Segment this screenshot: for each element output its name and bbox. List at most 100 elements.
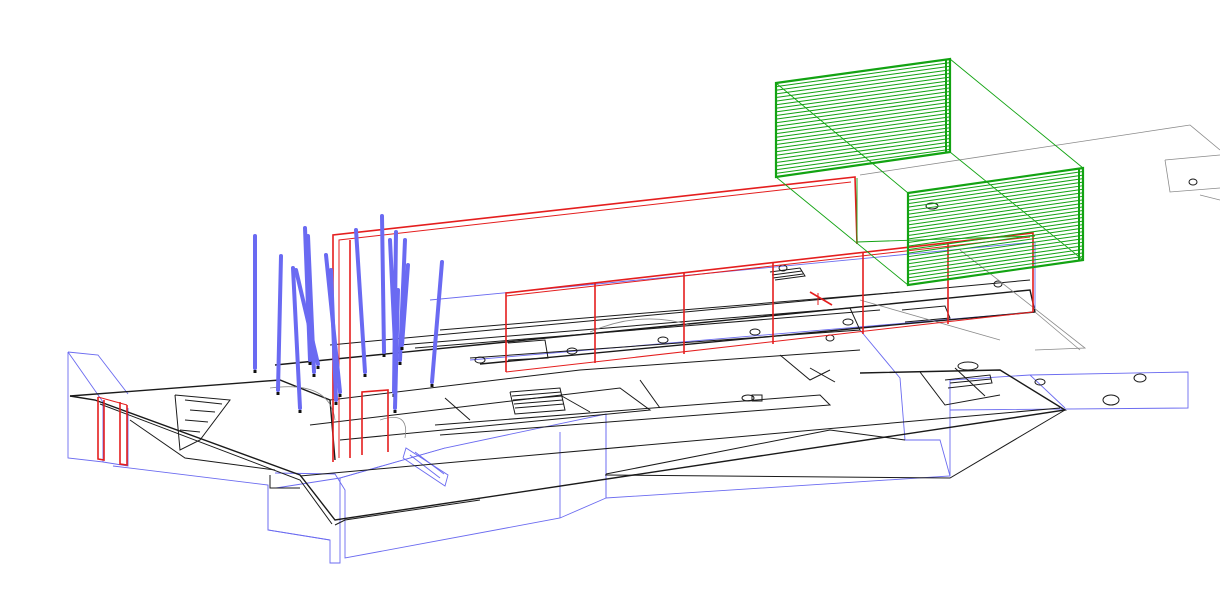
louver-slat bbox=[775, 62, 951, 88]
west-stair-outline bbox=[174, 394, 231, 451]
column-base-marker bbox=[316, 366, 320, 369]
louver-slat bbox=[775, 76, 951, 102]
column bbox=[430, 260, 444, 384]
louver-slat bbox=[907, 174, 1084, 201]
column-base-marker bbox=[382, 354, 386, 357]
louver-slat bbox=[775, 134, 951, 160]
left-wall-top-edge bbox=[67, 351, 129, 395]
interior-wall bbox=[444, 397, 471, 421]
upper-slab-band bbox=[399, 307, 861, 359]
louver-slat bbox=[775, 72, 951, 98]
context-diagonal bbox=[1034, 311, 1081, 351]
west-red-post bbox=[97, 397, 105, 461]
louver-slat bbox=[775, 127, 951, 153]
column-base-marker bbox=[253, 370, 257, 373]
column-base-marker bbox=[430, 384, 434, 387]
louver-slat bbox=[907, 234, 1084, 261]
fixture-marker bbox=[749, 328, 761, 336]
fixture-marker bbox=[1188, 178, 1198, 186]
louver-slat bbox=[775, 138, 951, 164]
lower-slab-rear-edge bbox=[329, 349, 861, 401]
louver-slat bbox=[907, 224, 1084, 251]
louver-slat bbox=[907, 209, 1084, 236]
east-wing-edge bbox=[604, 409, 1066, 479]
louver-slat bbox=[907, 241, 1084, 268]
interior-stairs bbox=[174, 267, 993, 451]
louver-slat bbox=[775, 123, 951, 149]
louver-slat bbox=[907, 171, 1084, 198]
column-base-marker bbox=[400, 347, 404, 350]
stair-ramp-step bbox=[414, 451, 445, 475]
lower-slab-parallel-line bbox=[299, 407, 1061, 477]
column bbox=[276, 254, 283, 392]
louver-slat bbox=[775, 80, 951, 106]
louver-slat bbox=[907, 220, 1084, 247]
louver-slat bbox=[907, 231, 1084, 258]
louver-slat bbox=[907, 255, 1084, 282]
west-red-post bbox=[119, 402, 128, 466]
fixture-marker bbox=[566, 347, 578, 355]
front-edge-return bbox=[334, 499, 481, 526]
fixture-marker bbox=[657, 336, 669, 344]
column-base-marker bbox=[338, 394, 342, 397]
louver-slat bbox=[775, 65, 951, 91]
louver-slat bbox=[907, 217, 1084, 244]
upper-stair-block bbox=[507, 339, 549, 361]
louver-slat bbox=[907, 238, 1084, 265]
column-base-marker bbox=[276, 392, 280, 395]
louver-panel-rear bbox=[774, 57, 952, 179]
context-outline-layer bbox=[859, 124, 1220, 351]
fixture-marker bbox=[993, 280, 1003, 288]
facade-sill bbox=[505, 311, 1034, 373]
upper-slab-hatch-line bbox=[414, 309, 881, 349]
east-platform-outline bbox=[605, 371, 1189, 499]
stair-tread bbox=[514, 403, 565, 409]
interior-wall bbox=[779, 354, 831, 381]
ground-curve bbox=[269, 386, 336, 421]
upper-red-detail bbox=[809, 291, 833, 306]
column-group bbox=[253, 214, 444, 413]
louver-slat bbox=[907, 252, 1084, 279]
left-wing-step bbox=[269, 475, 300, 489]
left-wall-side bbox=[102, 408, 129, 467]
fixture-marker bbox=[474, 356, 486, 364]
stair-tread bbox=[511, 391, 562, 397]
green-volume-edge bbox=[856, 235, 1036, 243]
left-wing-floor-edge bbox=[129, 419, 276, 471]
louver-slat bbox=[775, 105, 951, 131]
louver-slat bbox=[907, 181, 1084, 208]
fixture-marker bbox=[842, 318, 854, 326]
louver-slat bbox=[775, 87, 951, 113]
east-stair-rail bbox=[954, 367, 986, 397]
louver-slat bbox=[775, 145, 951, 171]
stair-tread bbox=[179, 429, 201, 433]
corridor-strip bbox=[434, 394, 832, 436]
fixture-marker bbox=[1102, 394, 1120, 406]
stair-tread bbox=[772, 273, 804, 279]
louver-slat bbox=[775, 83, 951, 109]
east-retaining-edge bbox=[859, 329, 951, 477]
louver-slat bbox=[775, 112, 951, 138]
louver-slat bbox=[775, 109, 951, 135]
interior-wall bbox=[639, 379, 661, 409]
stair-tread bbox=[184, 419, 209, 423]
column-base-marker bbox=[363, 374, 367, 377]
louver-slat bbox=[907, 192, 1084, 219]
stair-tread bbox=[949, 378, 992, 384]
green-volume-layer bbox=[774, 57, 1085, 287]
louver-slat bbox=[907, 195, 1084, 222]
column-base-marker bbox=[298, 410, 302, 413]
green-volume-bottom-wire bbox=[775, 176, 909, 286]
louver-slat bbox=[775, 119, 951, 145]
roof-context-line bbox=[1164, 159, 1220, 193]
louver-slat bbox=[907, 248, 1084, 275]
lower-slab-perimeter bbox=[69, 369, 1067, 521]
upper-stair-outline bbox=[769, 267, 806, 281]
fixture-marker bbox=[1034, 378, 1046, 386]
column bbox=[400, 263, 410, 347]
lower-slab-left-edge bbox=[69, 379, 336, 461]
fixture-marker bbox=[957, 361, 979, 371]
central-stair-outline bbox=[509, 387, 566, 415]
stair-ramp-step bbox=[409, 454, 441, 479]
